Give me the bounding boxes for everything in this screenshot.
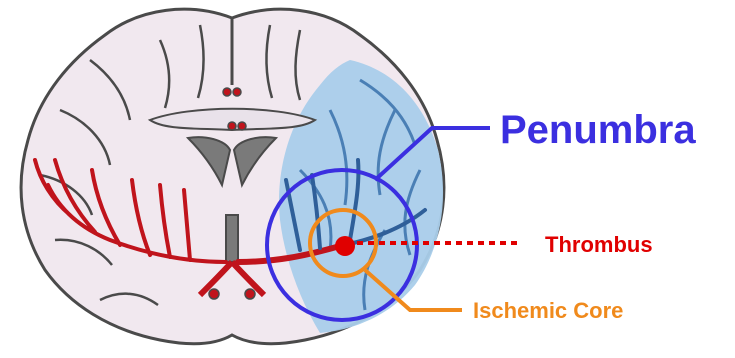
thrombus-marker [335, 236, 355, 256]
thrombus-label: Thrombus [545, 232, 653, 257]
ischemic-core-label: Ischemic Core [473, 298, 623, 323]
basilar-node-right [245, 289, 255, 299]
penumbra-label: Penumbra [500, 108, 696, 152]
third-ventricle [226, 215, 238, 262]
basilar-node-left [209, 289, 219, 299]
